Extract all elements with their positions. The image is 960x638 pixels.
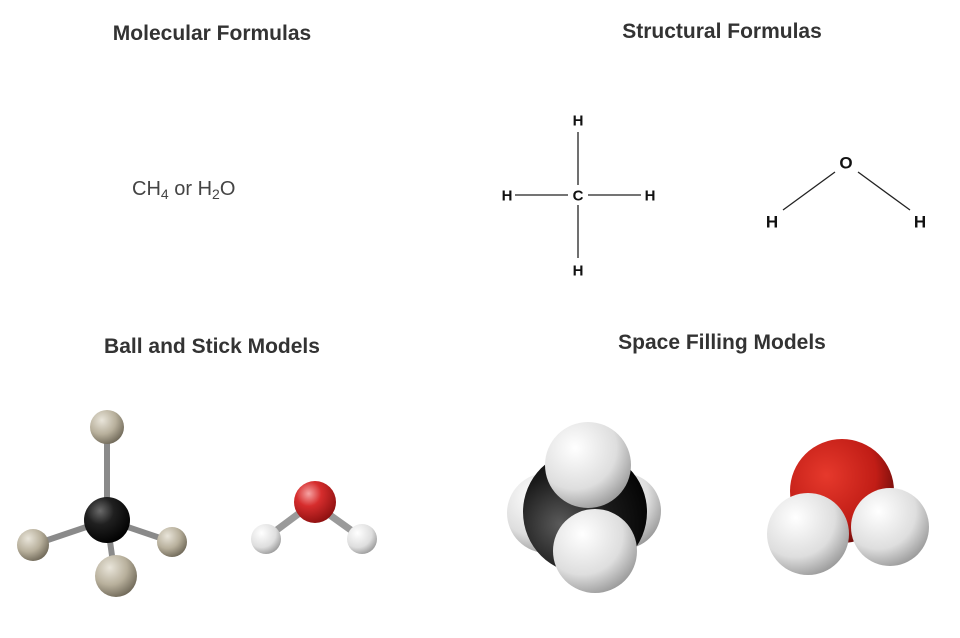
bs-methane-carbon bbox=[84, 497, 130, 543]
methane-space-filling bbox=[507, 422, 661, 593]
water-ball-stick bbox=[251, 481, 377, 554]
structural-formulas-heading: Structural Formulas bbox=[622, 20, 822, 43]
molecular-formulas-heading: Molecular Formulas bbox=[112, 22, 312, 45]
water-formula-tail: O bbox=[219, 178, 236, 200]
water-h-right: H bbox=[913, 212, 927, 232]
water-space-filling bbox=[767, 439, 929, 575]
methane-h-top: H bbox=[572, 112, 584, 130]
bs-water-h-left bbox=[251, 524, 281, 554]
water-bond-left bbox=[782, 171, 836, 211]
methane-ball-stick bbox=[17, 410, 187, 597]
bs-methane-h-right bbox=[157, 527, 187, 557]
methane-h-left: H bbox=[501, 187, 513, 205]
methane-h-right: H bbox=[644, 187, 656, 205]
water-oxygen: O bbox=[839, 153, 853, 173]
sf-water-h-left bbox=[767, 493, 849, 575]
bs-water-h-right bbox=[347, 524, 377, 554]
water-h-left: H bbox=[765, 212, 779, 232]
ball-stick-heading: Ball and Stick Models bbox=[104, 335, 320, 358]
sf-methane-h-top bbox=[545, 422, 631, 508]
methane-formula-subscript: 4 bbox=[160, 186, 169, 202]
molecular-formula-text: CH4 or H2O bbox=[132, 178, 235, 202]
bs-methane-h-top bbox=[90, 410, 124, 444]
bs-methane-h-bottom bbox=[95, 555, 137, 597]
water-formula-subscript: 2 bbox=[212, 186, 220, 202]
water-bond-right bbox=[857, 171, 911, 211]
bs-methane-h-left bbox=[17, 529, 49, 561]
methane-h-bottom: H bbox=[572, 262, 584, 280]
sf-methane-h-bottom bbox=[553, 509, 637, 593]
water-formula-base: H bbox=[197, 178, 213, 200]
space-filling-heading: Space Filling Models bbox=[618, 331, 826, 354]
sf-water-h-right bbox=[851, 488, 929, 566]
methane-carbon: C bbox=[572, 187, 584, 205]
formula-connector: or bbox=[168, 178, 198, 200]
methane-formula-base: CH bbox=[132, 178, 161, 200]
bs-water-oxygen bbox=[294, 481, 336, 523]
